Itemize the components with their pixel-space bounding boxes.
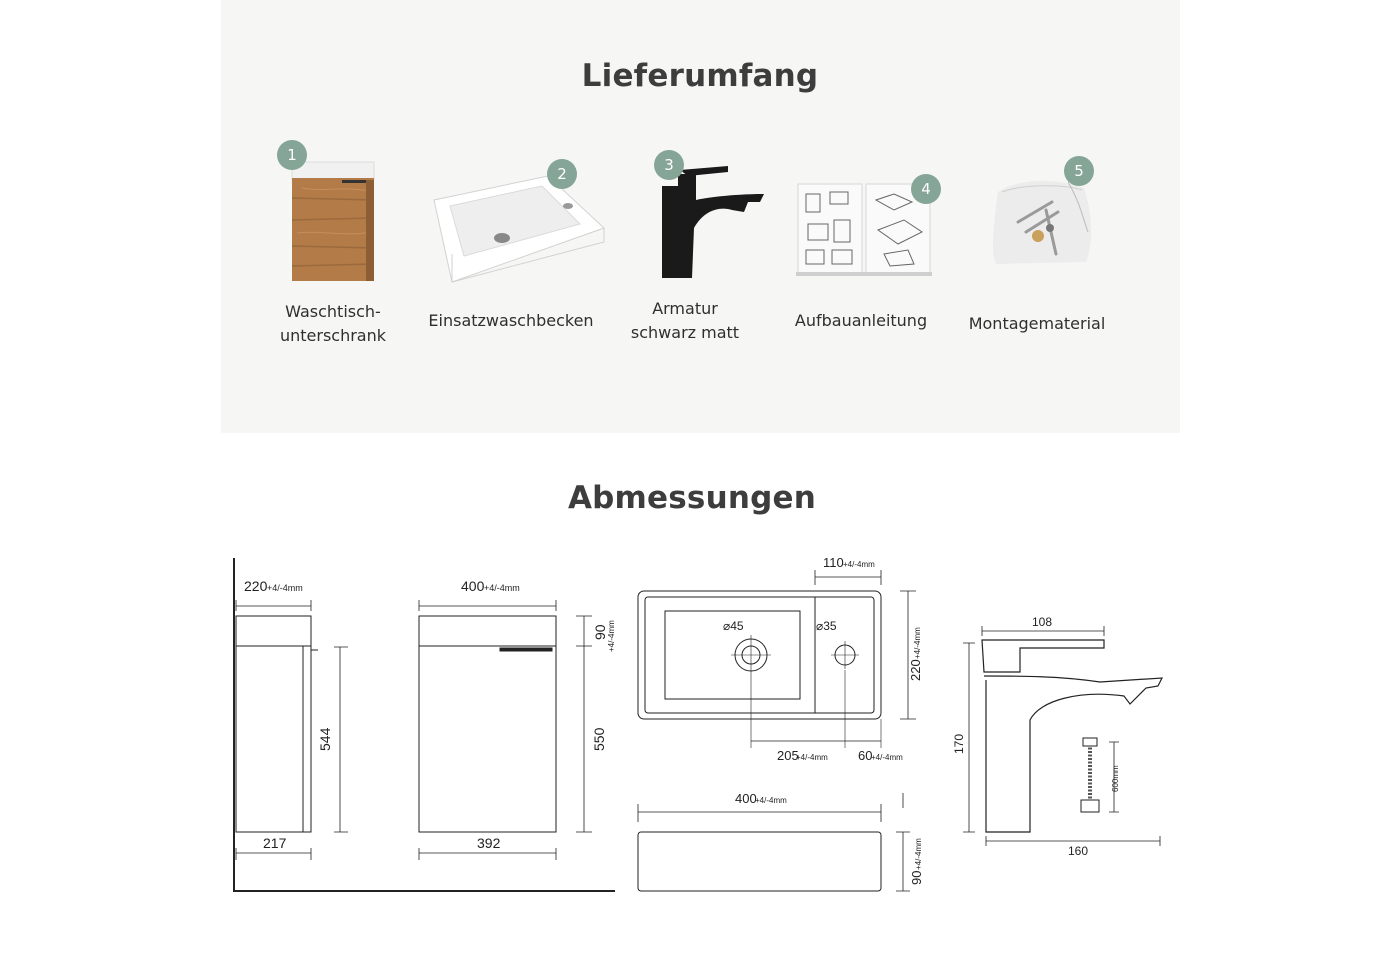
tolerance-label: +4/-4mm <box>267 583 303 593</box>
item-label-basin: Einsatzwaschbecken <box>428 311 594 330</box>
hardware-bag-icon <box>992 180 1092 264</box>
tolerance-label: +4/-4mm <box>755 796 787 805</box>
vanity-cabinet-icon <box>291 161 375 281</box>
tolerance-label: +4/-4mm <box>914 838 923 870</box>
drain-diameter-label: ⌀45 <box>723 619 744 633</box>
item-number-badge: 4 <box>911 174 941 204</box>
sink-basin-icon <box>433 175 605 283</box>
tolerance-label: +4/-4mm <box>843 560 875 569</box>
drain-offset-label: 205 <box>777 748 799 763</box>
item-label-mounting: Montagematerial <box>968 314 1106 333</box>
faucet-base-label: 160 <box>1068 844 1088 858</box>
basin-depth-label: 220 <box>908 659 923 681</box>
cabinet-front-bottom-label: 392 <box>477 835 501 851</box>
item-number-badge: 1 <box>277 140 307 170</box>
cabinet-side-bottom-label: 217 <box>263 835 287 851</box>
hose-length-label: 600mm <box>1111 765 1120 792</box>
item-label-manual: Aufbauanleitung <box>794 311 928 330</box>
tolerance-label: +4/-4mm <box>871 753 903 762</box>
cabinet-side-height-label: 544 <box>317 727 333 751</box>
item-label-faucet: Armatur schwarz matt <box>630 299 740 342</box>
cabinet-front-width-label: 400 <box>461 578 485 594</box>
basin-front-width-label: 400 <box>735 791 757 806</box>
tolerance-label: +4/-4mm <box>607 620 616 652</box>
tolerance-label: +4/-4mm <box>484 583 520 593</box>
item-number-badge: 3 <box>654 150 684 180</box>
item-number-badge: 2 <box>547 159 577 189</box>
item-number-badge: 5 <box>1064 156 1094 186</box>
basin-front-height-label: 90 <box>909 871 924 885</box>
cabinet-side-depth-label: 220 <box>244 578 268 594</box>
faucet-icon <box>662 166 764 278</box>
deck-width-label: 110 <box>823 555 844 570</box>
cabinet-front-height-label: 550 <box>591 727 607 751</box>
cabinet-top-height-label: 90 <box>592 624 608 640</box>
dimensions-title: Abmessungen <box>567 480 817 516</box>
tap-hole-diameter-label: ⌀35 <box>816 619 837 633</box>
tolerance-label: +4/-4mm <box>796 753 828 762</box>
faucet-height-label: 170 <box>952 734 966 754</box>
tap-offset-label: 60 <box>858 748 872 763</box>
faucet-spout-label: 108 <box>1032 615 1052 629</box>
scope-title: Lieferumfang <box>581 58 819 94</box>
tolerance-label: +4/-4mm <box>913 627 922 659</box>
item-label-vanity: Waschtisch- unterschrank <box>279 302 387 345</box>
